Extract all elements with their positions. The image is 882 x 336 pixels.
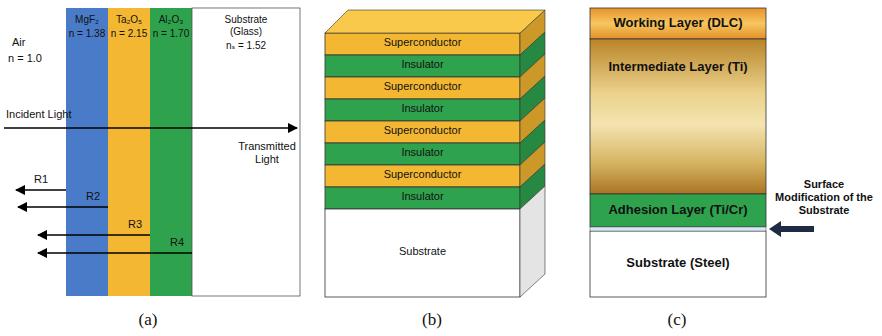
- stack-layer: Superconductor: [325, 33, 520, 55]
- ray-label: R3: [128, 218, 148, 231]
- layer-name: Substrate: [399, 245, 446, 258]
- stack-layer: Superconductor: [325, 165, 520, 187]
- panel-caption: (c): [657, 310, 697, 330]
- pointer-arrow: [769, 221, 814, 237]
- refractive-index: n = 1.38: [69, 28, 105, 40]
- layer-fill: [325, 121, 520, 143]
- incident-ray: [4, 127, 297, 129]
- side-face: [520, 186, 545, 297]
- reflected-ray: [38, 234, 150, 236]
- layer-name: Intermediate Layer (Ti): [608, 59, 747, 75]
- ray-label: Incident Light: [6, 108, 96, 121]
- layer-name: Superconductor: [384, 80, 462, 93]
- layer-name: Substrate (Glass): [215, 14, 277, 38]
- layer-fill: [590, 194, 766, 227]
- panel-caption: (a): [128, 310, 168, 330]
- layer-fill: [325, 55, 520, 77]
- annotation: Surface Modification of the Substrate: [770, 178, 878, 218]
- coating-band: Ta₂O₅ n = 2.15: [108, 8, 150, 296]
- layer-fill: [325, 209, 520, 297]
- layer-fill: [325, 99, 520, 121]
- substrate-layer: Substrate (Steel): [590, 231, 766, 297]
- layer-fill: [590, 8, 766, 39]
- layer-name: Superconductor: [384, 168, 462, 181]
- ray-label: R1: [34, 173, 54, 186]
- layer-name: Superconductor: [384, 124, 462, 137]
- coating-band: Al₂O₃ n = 1.70: [150, 8, 192, 296]
- stack-layer: Superconductor: [325, 121, 520, 143]
- modified-surface: [590, 227, 766, 231]
- layer-fill: [325, 77, 520, 99]
- layer-fill: [590, 39, 766, 194]
- reflected-ray: [16, 189, 66, 191]
- layer-fill: [325, 187, 520, 209]
- coating-layer: Intermediate Layer (Ti): [590, 39, 766, 194]
- reflected-ray: [18, 206, 108, 208]
- refractive-index: nₛ = 1.52: [226, 40, 266, 52]
- stack-layer: Insulator: [325, 187, 520, 209]
- top-face: [325, 10, 545, 33]
- layer-name: Ta₂O₅: [116, 14, 142, 26]
- refractive-index: n = 2.15: [111, 28, 147, 40]
- layer-name: MgF₂: [75, 14, 99, 26]
- layer-name: Insulator: [401, 58, 443, 71]
- layer-name: Superconductor: [384, 36, 462, 49]
- coating-layer: Working Layer (DLC): [590, 8, 766, 39]
- ray-label: Transmitted Light: [236, 140, 298, 166]
- layer-name: Working Layer (DLC): [613, 15, 742, 31]
- refractive-index: n = 1.70: [153, 28, 189, 40]
- layer-fill: [590, 231, 766, 297]
- layer-name: Adhesion Layer (Ti/Cr): [608, 202, 747, 218]
- stack-substrate: Substrate: [325, 209, 520, 297]
- panel-caption: (b): [412, 310, 452, 330]
- coating-layer: Adhesion Layer (Ti/Cr): [590, 194, 766, 227]
- index-label: n = 1.0: [8, 52, 64, 65]
- layer-fill: [325, 33, 520, 55]
- layer-name: Insulator: [401, 102, 443, 115]
- ray-label: R2: [86, 190, 106, 203]
- stack-layer: Insulator: [325, 99, 520, 121]
- layer-fill: [325, 165, 520, 187]
- stack-layer: Insulator: [325, 55, 520, 77]
- layer-fill: [325, 143, 520, 165]
- layer-name: Insulator: [401, 190, 443, 203]
- layer-name: Insulator: [401, 146, 443, 159]
- layer-name: Substrate (Steel): [626, 255, 729, 271]
- stack-layer: Insulator: [325, 143, 520, 165]
- ray-label: R4: [170, 236, 190, 249]
- stack-layer: Superconductor: [325, 77, 520, 99]
- layer-name: Al₂O₃: [159, 14, 184, 26]
- coating-band: MgF₂ n = 1.38: [66, 8, 108, 296]
- layer-fill: [192, 8, 300, 296]
- medium-label: Air: [12, 36, 52, 49]
- reflected-ray: [38, 252, 192, 254]
